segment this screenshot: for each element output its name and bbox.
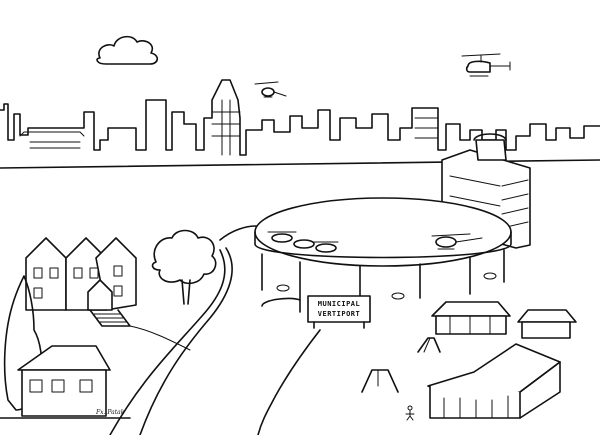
sign-line-2: VERTIPORT (318, 310, 360, 318)
cloud-icon (96, 35, 159, 65)
helicopter-small-icon (254, 81, 287, 98)
slide-icon (417, 337, 441, 353)
sign-line-1: MUNICIPAL (318, 300, 360, 308)
parked-helicopter-icon (267, 231, 339, 253)
shed-right (517, 309, 577, 339)
roads (109, 247, 321, 435)
shed-center (431, 301, 511, 335)
person-figure (405, 405, 415, 421)
city-skyline (0, 79, 600, 169)
tree-icon (151, 229, 217, 305)
artist-signature: Fx. Patak (95, 409, 125, 416)
vertiport-platform (219, 197, 512, 313)
pavilion (427, 343, 561, 419)
helicopter-landing-icon (431, 233, 483, 250)
swing-icon (361, 369, 399, 393)
large-house (25, 237, 191, 351)
small-house (0, 345, 131, 419)
helicopter-sky-icon (461, 53, 511, 77)
vertiport-sign: MUNICIPAL VERTIPORT (307, 295, 371, 329)
